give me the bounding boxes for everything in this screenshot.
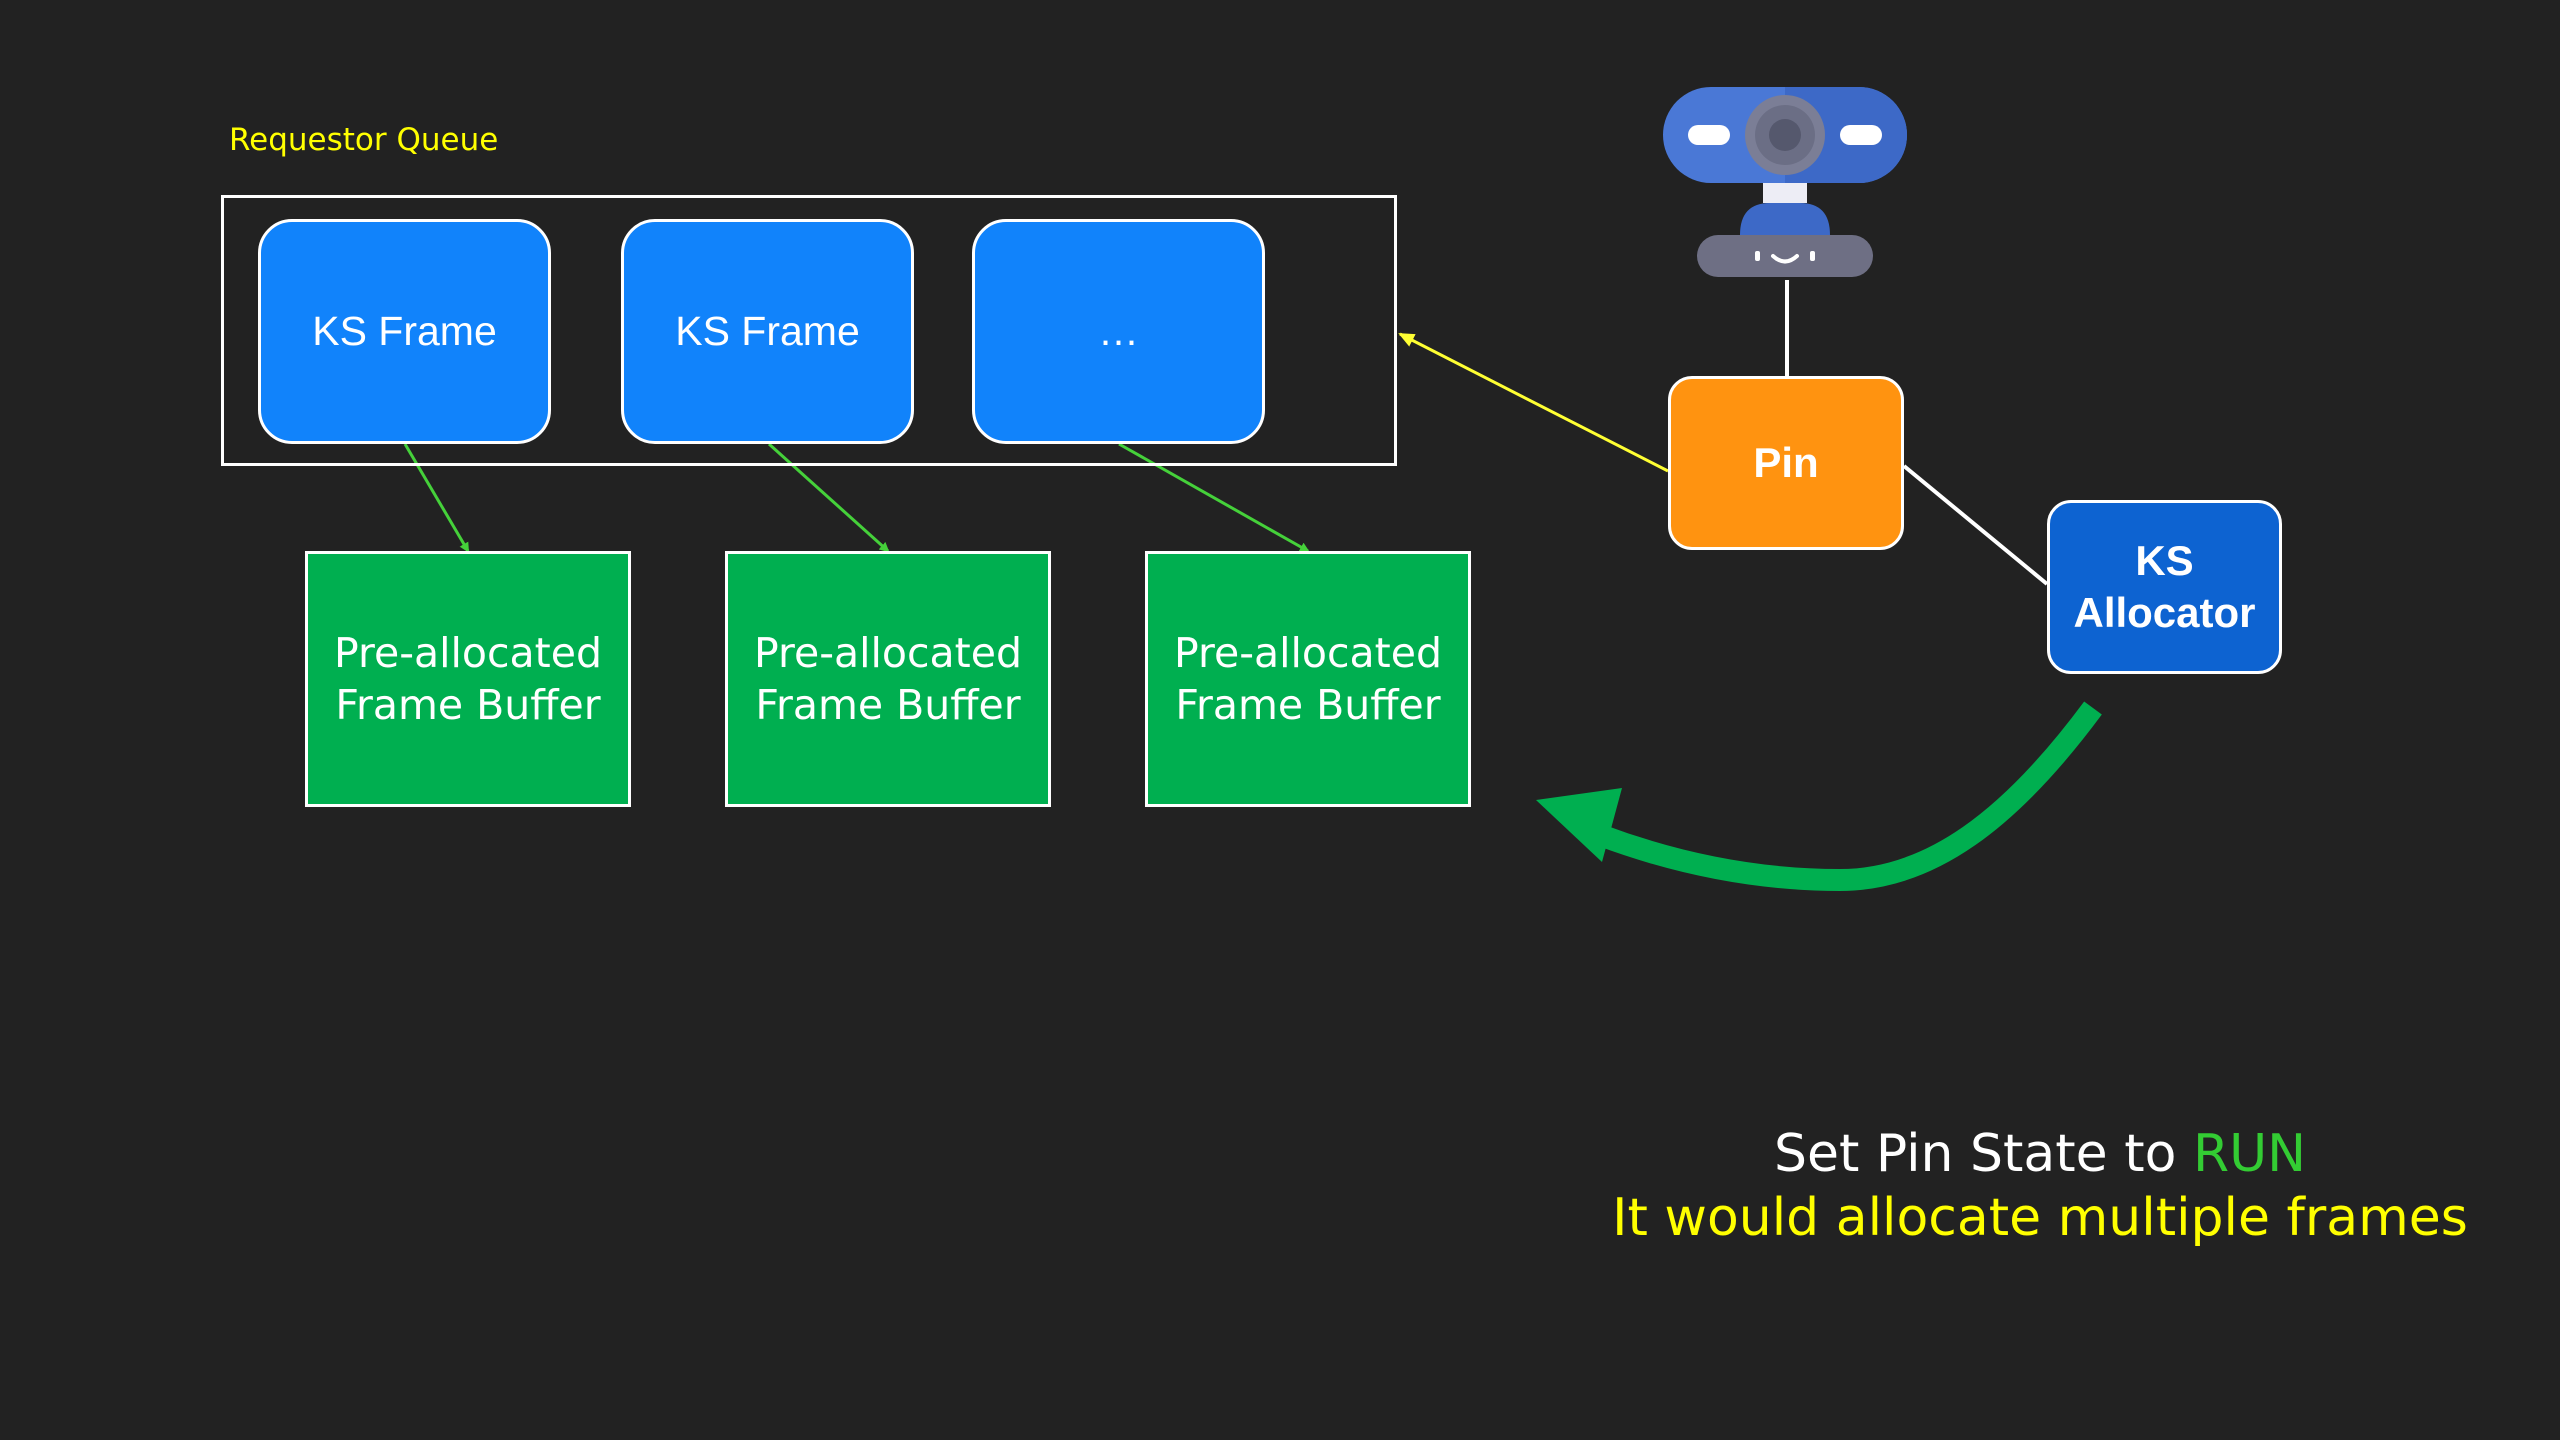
frame-buffer-1: Pre-allocated Frame Buffer xyxy=(305,551,631,807)
pin-to-queue-arrow xyxy=(1398,332,1669,473)
frame-buffer-3-line1: Pre-allocated xyxy=(1174,629,1442,677)
caption-line1: Set Pin State to RUN xyxy=(1560,1122,2520,1186)
pin-node: Pin xyxy=(1668,376,1904,550)
frame-buffer-1-line2: Frame Buffer xyxy=(335,681,601,729)
caption-run-highlight: RUN xyxy=(2192,1124,2307,1184)
webcam-icon xyxy=(1663,87,1907,277)
frame-buffer-3-line2: Frame Buffer xyxy=(1175,681,1441,729)
frame2-to-buffer-arrow xyxy=(767,442,890,553)
ks-allocator-line1: KS xyxy=(2135,537,2194,584)
frame-buffer-2: Pre-allocated Frame Buffer xyxy=(725,551,1051,807)
frame-buffer-1-line1: Pre-allocated xyxy=(334,629,602,677)
ks-frame-2: KS Frame xyxy=(621,219,914,444)
caption-line1-prefix: Set Pin State to xyxy=(1773,1124,2193,1184)
caption-line2: It would allocate multiple frames xyxy=(1612,1188,2468,1248)
caption: Set Pin State to RUN It would allocate m… xyxy=(1560,1122,2520,1250)
ks-frame-ellipsis: … xyxy=(972,219,1265,444)
requestor-queue-label: Requestor Queue xyxy=(229,122,499,158)
allocation-curve-arrow xyxy=(1596,701,2102,892)
ks-allocator-line2: Allocator xyxy=(2073,589,2256,636)
requestor-queue-container xyxy=(221,195,1397,466)
frame-buffer-3: Pre-allocated Frame Buffer xyxy=(1145,551,1471,807)
allocation-arrowhead xyxy=(1536,788,1622,862)
frame-buffer-2-line1: Pre-allocated xyxy=(754,629,1022,677)
frame-buffer-2-line2: Frame Buffer xyxy=(755,681,1021,729)
pin-to-allocator-line xyxy=(1902,464,2049,586)
ks-frame-1: KS Frame xyxy=(258,219,551,444)
ks-allocator-node: KS Allocator xyxy=(2047,500,2282,674)
frame1-to-buffer-arrow xyxy=(403,443,470,553)
frame3-to-buffer-arrow xyxy=(1118,442,1310,553)
